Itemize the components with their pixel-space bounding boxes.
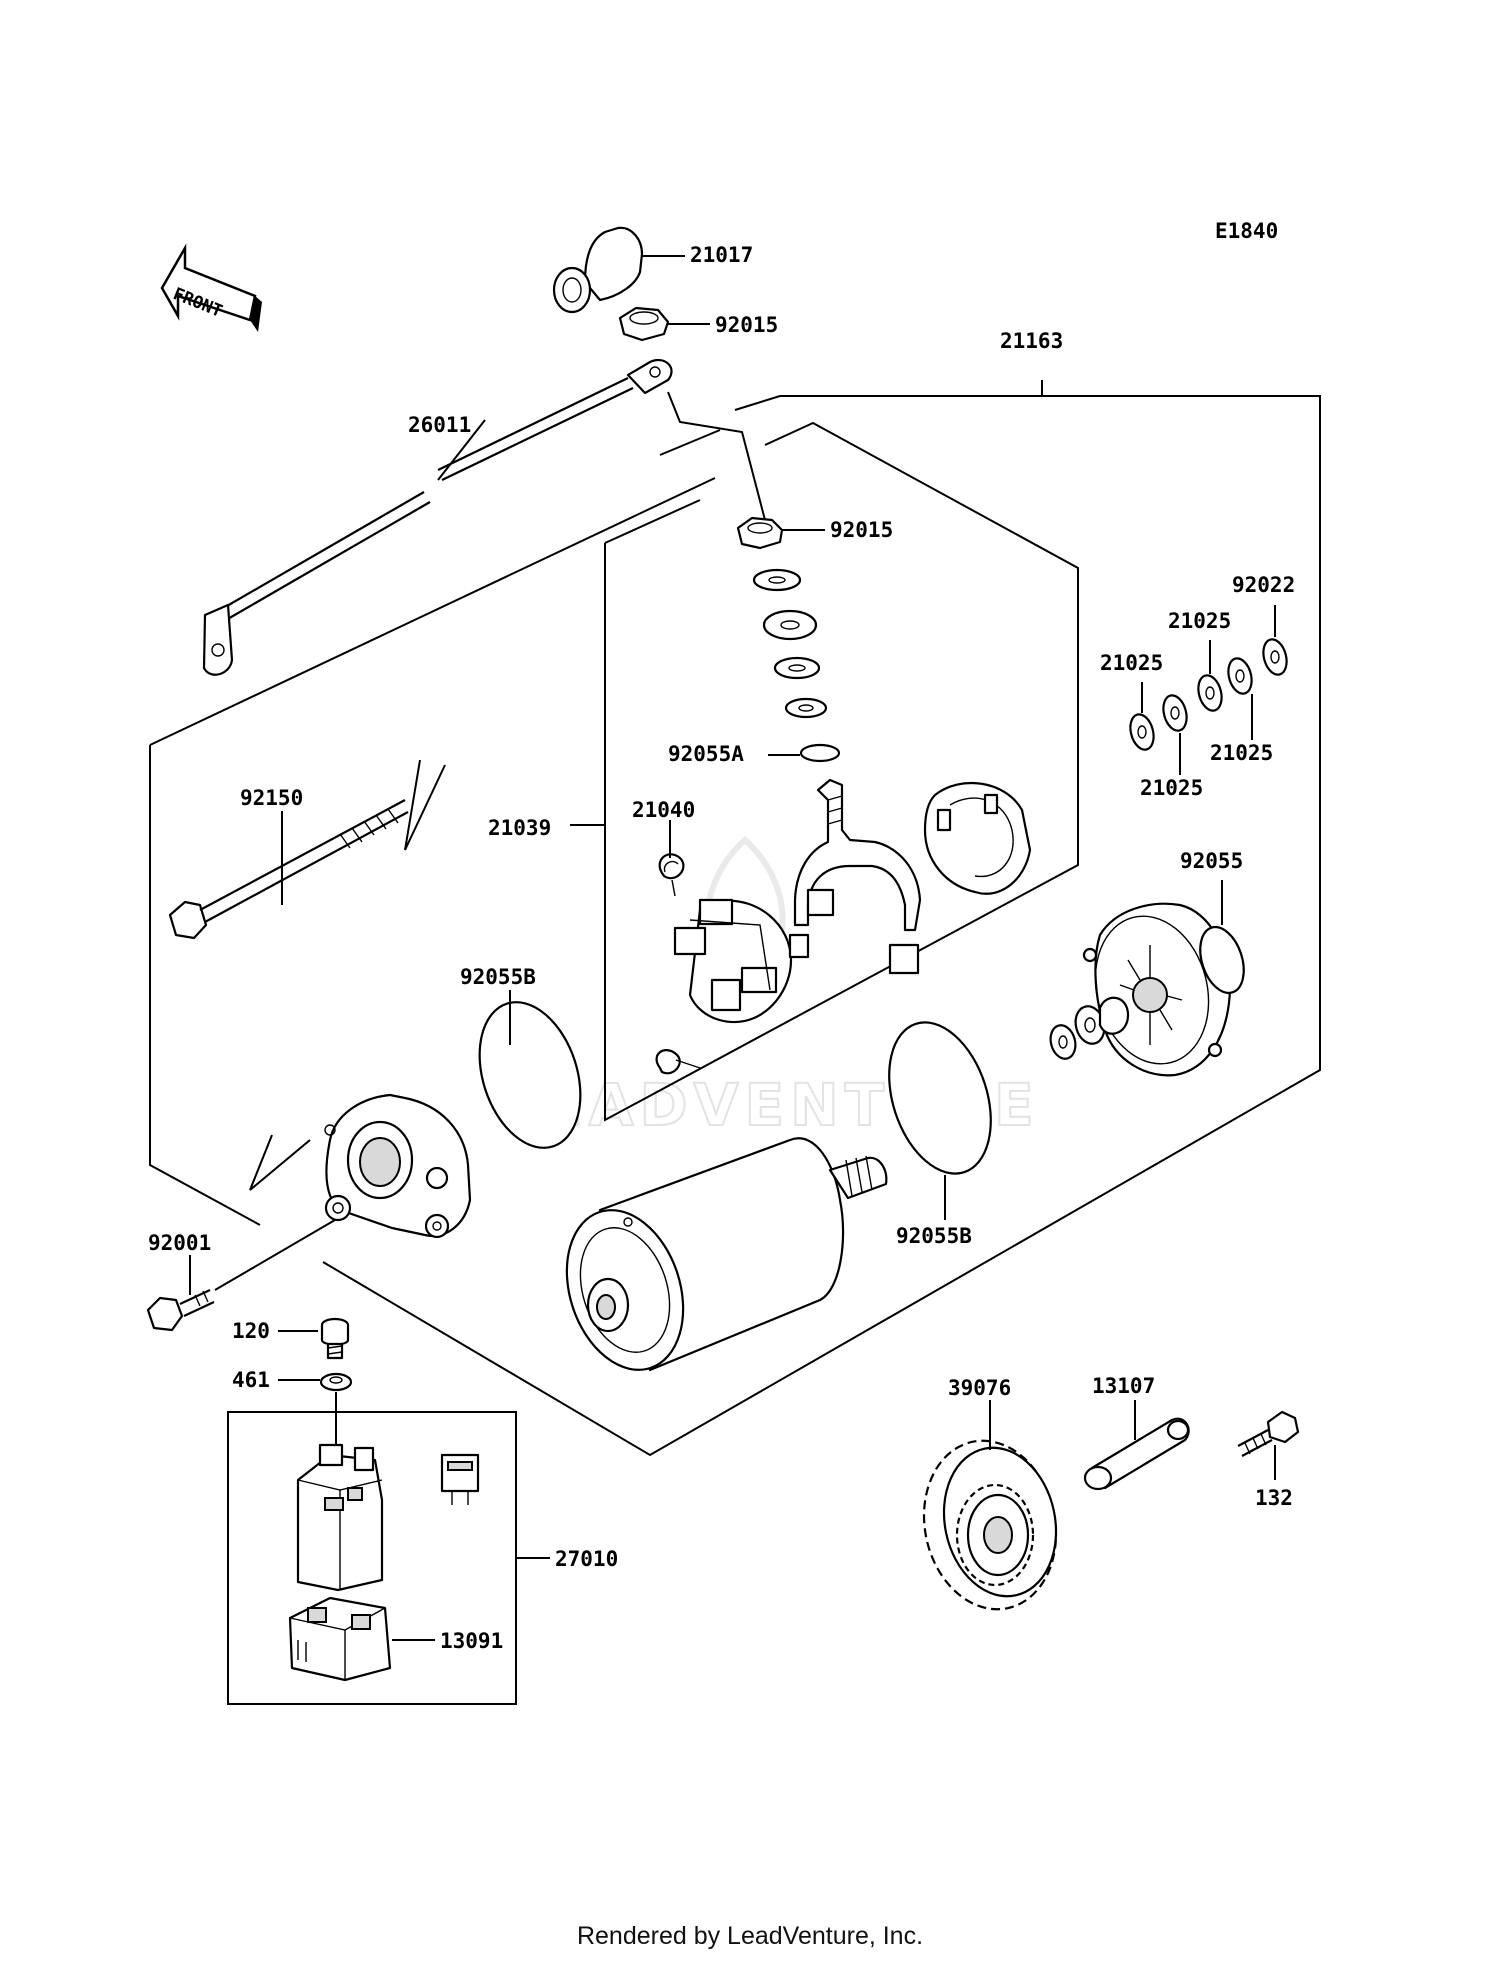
terminal-cap-21017 xyxy=(552,226,644,314)
label-120: 120 xyxy=(232,1319,270,1343)
brush-holder-plate xyxy=(673,898,810,1024)
label-21040: 21040 xyxy=(632,798,695,822)
through-bolt-92150 xyxy=(168,799,409,940)
label-21025-c: 21025 xyxy=(1210,741,1273,765)
label-21025-a: 21025 xyxy=(1100,651,1163,675)
label-21163: 21163 xyxy=(1000,329,1063,353)
label-26011: 26011 xyxy=(408,413,471,437)
label-92055B-right: 92055B xyxy=(896,1224,972,1248)
brush-cover xyxy=(923,781,1032,895)
front-arrow-icon: FRONT xyxy=(160,243,262,332)
diagram-code: E1840 xyxy=(1215,219,1278,243)
label-132: 132 xyxy=(1255,1486,1293,1510)
o-ring-92055A xyxy=(799,743,841,763)
brush-terminal-plate xyxy=(793,778,922,975)
label-92055B-left: 92055B xyxy=(460,965,536,989)
label-21025-b: 21025 xyxy=(1168,609,1231,633)
terminal-washer-stack xyxy=(752,568,828,719)
fuse xyxy=(440,1453,480,1505)
bolt-120 xyxy=(320,1317,350,1360)
label-39076: 39076 xyxy=(948,1376,1011,1400)
bolt-hidden-marker xyxy=(404,759,446,851)
leader-cable-to-nut xyxy=(667,391,766,521)
nut-92015-middle xyxy=(736,516,784,550)
label-92150: 92150 xyxy=(240,786,303,810)
label-27010: 27010 xyxy=(555,1547,618,1571)
label-92055A: 92055A xyxy=(668,742,744,766)
assembly-outline-21163 xyxy=(149,380,1321,1457)
gear-shaft-13107 xyxy=(1083,1417,1190,1491)
bolt-92001 xyxy=(146,1289,215,1332)
shim-stack-rear xyxy=(1049,996,1130,1060)
label-21039: 21039 xyxy=(488,816,551,840)
washer-461 xyxy=(319,1372,353,1392)
armature-motor-body xyxy=(565,1137,888,1372)
footer-credit: Rendered by LeadVenture, Inc. xyxy=(576,1922,924,1950)
label-92015-top: 92015 xyxy=(715,313,778,337)
brush-spring-21040-b xyxy=(655,1049,701,1075)
front-cover xyxy=(324,1093,472,1239)
relay-holder-13091 xyxy=(288,1596,392,1682)
starter-cable-26011 xyxy=(202,359,673,676)
starter-relay xyxy=(296,1443,384,1592)
brush-spring-21040-a xyxy=(658,853,685,897)
o-ring-92055B-right xyxy=(888,1021,992,1175)
leader-26011 xyxy=(437,419,486,481)
label-21017: 21017 xyxy=(690,243,753,267)
o-ring-92055B-left xyxy=(478,1001,582,1149)
label-13107: 13107 xyxy=(1092,1374,1155,1398)
idle-gear-39076 xyxy=(922,1439,1058,1611)
label-13091: 13091 xyxy=(440,1629,503,1653)
bolt-132 xyxy=(1237,1410,1300,1457)
label-461: 461 xyxy=(232,1368,270,1392)
label-21025-d: 21025 xyxy=(1140,776,1203,800)
nut-92015-top xyxy=(618,306,670,342)
washers-21025-92022 xyxy=(1129,638,1288,751)
assembly-outline-21039 xyxy=(570,421,1079,1122)
label-92015-middle: 92015 xyxy=(830,518,893,542)
rear-cover xyxy=(1082,902,1232,1077)
o-ring-92055 xyxy=(1199,925,1245,995)
cover-hidden-marker xyxy=(249,1134,311,1191)
label-92022: 92022 xyxy=(1232,573,1295,597)
label-92001: 92001 xyxy=(148,1231,211,1255)
bolt-centerline-92001 xyxy=(214,1219,336,1291)
label-92055: 92055 xyxy=(1180,849,1243,873)
